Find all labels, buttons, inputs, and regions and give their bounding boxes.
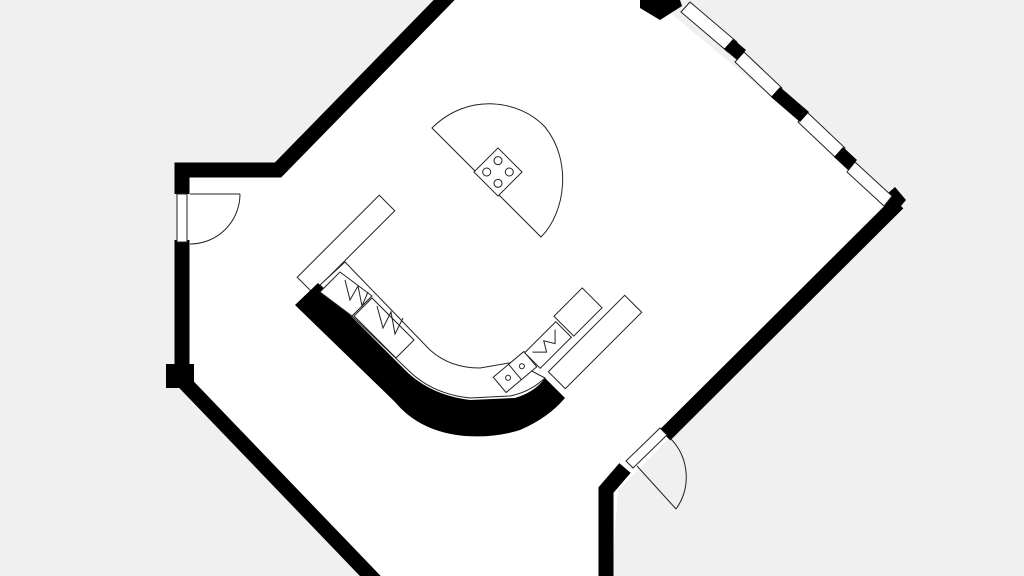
window-mullion: [724, 39, 746, 60]
sink-divider: [508, 364, 522, 380]
wall-east-corner: [880, 187, 906, 212]
door-leaf: [625, 427, 668, 469]
wall-south: [598, 463, 631, 576]
room-floor: [175, 0, 900, 576]
upper-cabinet: [296, 194, 396, 294]
door-leaf: [176, 193, 188, 243]
window-mullion: [834, 147, 857, 170]
entry-door: [176, 193, 241, 245]
sink: [492, 350, 538, 394]
burner: [504, 167, 514, 177]
wall-southeast: [659, 197, 904, 441]
cabinet-body: [547, 294, 643, 390]
counter-backsplash-wall: [295, 283, 565, 437]
cooktop: [473, 147, 523, 197]
window-mullion: [771, 87, 809, 122]
kitchen-counter: [295, 261, 603, 437]
burner: [482, 167, 492, 177]
counter-top: [319, 261, 546, 399]
drawer-zigzag: [344, 279, 369, 308]
dishwasher-zigzag: [532, 329, 556, 353]
burner: [493, 156, 503, 166]
burner: [493, 178, 503, 188]
wall-northwest: [174, 0, 455, 194]
drawer-zigzag: [376, 305, 404, 336]
appliance: [553, 287, 603, 337]
door-swing-arc: [189, 193, 241, 245]
exterior-walls: [166, 0, 906, 576]
cooktop-surface: [473, 147, 523, 197]
door-swing-arc: [669, 437, 687, 510]
dishwasher: [523, 320, 573, 370]
window-strip: [680, 1, 893, 207]
appliance-body: [553, 287, 603, 337]
wall-north-corner: [640, 0, 682, 20]
side-door: [625, 427, 687, 510]
drain: [505, 374, 512, 381]
drawer-unit: [353, 297, 415, 359]
drain: [518, 363, 525, 370]
door-panel: [636, 465, 677, 510]
wall-southwest: [176, 374, 381, 576]
tall-cabinet: [547, 294, 643, 390]
dishwasher-body: [523, 320, 573, 370]
drawer-unit: [319, 271, 373, 317]
cabinet-body: [296, 194, 396, 294]
kitchen-island: [431, 103, 564, 238]
window-pane: [846, 161, 893, 207]
